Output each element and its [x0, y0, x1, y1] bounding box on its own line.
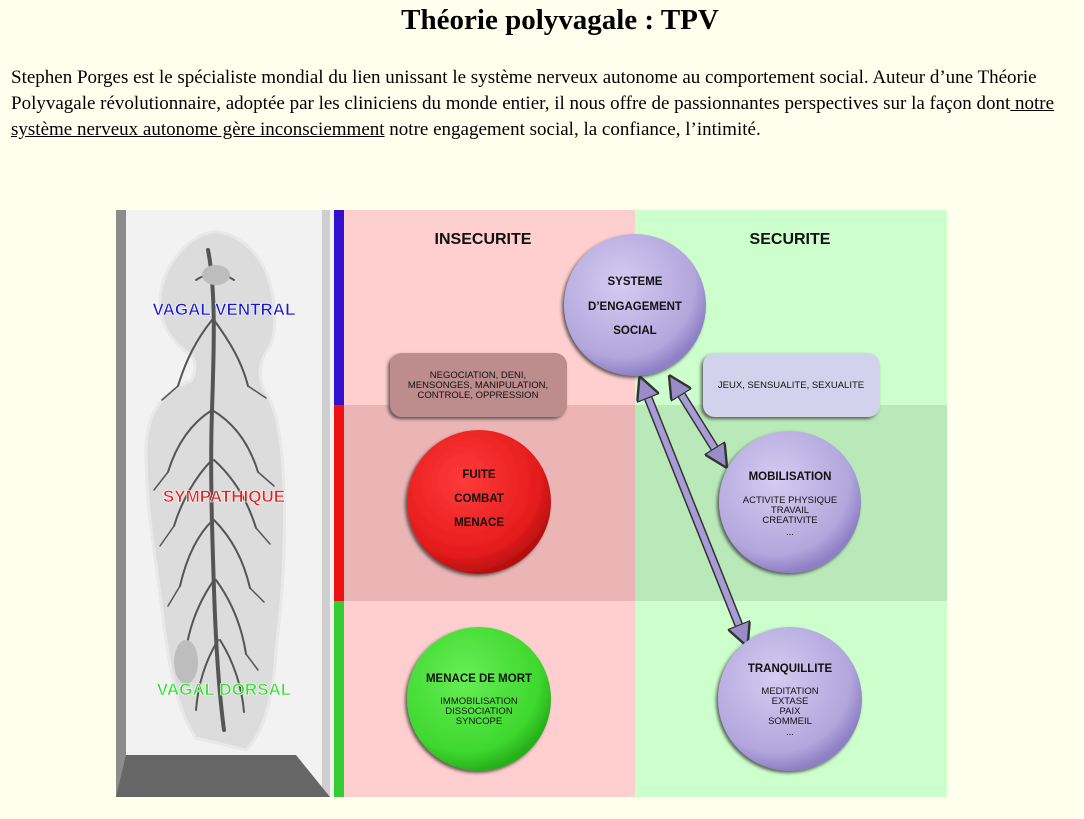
zone-label-sympathetic: SYMPATHIQUE — [163, 487, 285, 506]
tranquility-line5: ... — [786, 727, 794, 738]
fight-line3: MENACE — [454, 517, 504, 529]
tranquility-title: TRANQUILLITE — [748, 663, 833, 675]
mobilisation-line2: TRAVAIL — [771, 505, 809, 516]
tranquility-line1: MEDITATION — [761, 686, 818, 697]
body-figure — [116, 210, 336, 797]
intro-text-start: Stephen Porges est le spécialiste mondia… — [11, 67, 1037, 114]
zone-label-ventral: VAGAL VENTRAL — [153, 300, 296, 319]
death-line1: IMMOBILISATION — [440, 696, 518, 707]
tranquility-line3: PAIX — [780, 706, 802, 717]
zone-label-dorsal: VAGAL DORSAL — [157, 680, 291, 699]
death-line2: DISSOCIATION — [445, 706, 513, 717]
polyvagal-diagram: VAGAL VENTRAL SYMPATHIQUE VAGAL DORSAL I… — [116, 210, 947, 797]
death-line3: SYNCOPE — [456, 716, 502, 727]
fight-line1: FUITE — [462, 469, 496, 481]
negotiation-line3: CONTROLE, OPPRESSION — [418, 390, 539, 401]
fight-line2: COMBAT — [454, 493, 504, 505]
mobilisation-line3: CREATIVITE — [762, 515, 817, 526]
negotiation-box: NEGOCIATION, DENI, MENSONGES, MANIPULATI… — [390, 353, 567, 417]
fight-flight-circle: FUITE COMBAT MENACE — [407, 430, 551, 574]
dorsal-bar — [334, 601, 344, 797]
social-line2: D’ENGAGEMENT — [588, 301, 682, 313]
death-title: MENACE DE MORT — [426, 673, 532, 685]
tranquility-line4: SOMMEIL — [768, 716, 812, 727]
intro-paragraph: Stephen Porges est le spécialiste mondia… — [11, 65, 1079, 143]
intro-text-end: notre engagement social, la confiance, l… — [384, 119, 761, 140]
mobilisation-title: MOBILISATION — [749, 471, 832, 483]
play-text: JEUX, SENSUALITE, SEXUALITE — [718, 380, 864, 391]
death-threat-circle: MENACE DE MORT IMMOBILISATION DISSOCIATI… — [407, 627, 551, 771]
column-header-security: SECURITE — [750, 231, 831, 248]
social-line3: SOCIAL — [613, 325, 656, 337]
tranquility-line2: EXTASE — [772, 696, 809, 707]
play-box: JEUX, SENSUALITE, SEXUALITE — [703, 353, 880, 417]
intro-underlined-text: notre système nerveux autonome gère inco… — [11, 93, 1055, 140]
mobilisation-line1: ACTIVITE PHYSIQUE — [743, 495, 838, 506]
column-header-insecurity: INSECURITE — [435, 231, 532, 248]
page-title: Théorie polyvagale : TPV — [401, 4, 719, 36]
sympathetic-bar — [334, 405, 344, 601]
negotiation-line1: NEGOCIATION, DENI, — [430, 370, 526, 381]
social-line1: SYSTEME — [608, 276, 663, 288]
social-engagement-circle: SYSTEME D’ENGAGEMENT SOCIAL — [564, 234, 706, 376]
ventral-bar — [334, 210, 344, 405]
arrows — [643, 383, 744, 638]
negotiation-line2: MENSONGES, MANIPULATION, — [408, 380, 548, 391]
mobilisation-line4: ... — [786, 527, 794, 538]
tranquility-circle: TRANQUILLITE MEDITATION EXTASE PAIX SOMM… — [718, 627, 862, 771]
mobilisation-circle: MOBILISATION ACTIVITE PHYSIQUE TRAVAIL C… — [719, 431, 861, 573]
